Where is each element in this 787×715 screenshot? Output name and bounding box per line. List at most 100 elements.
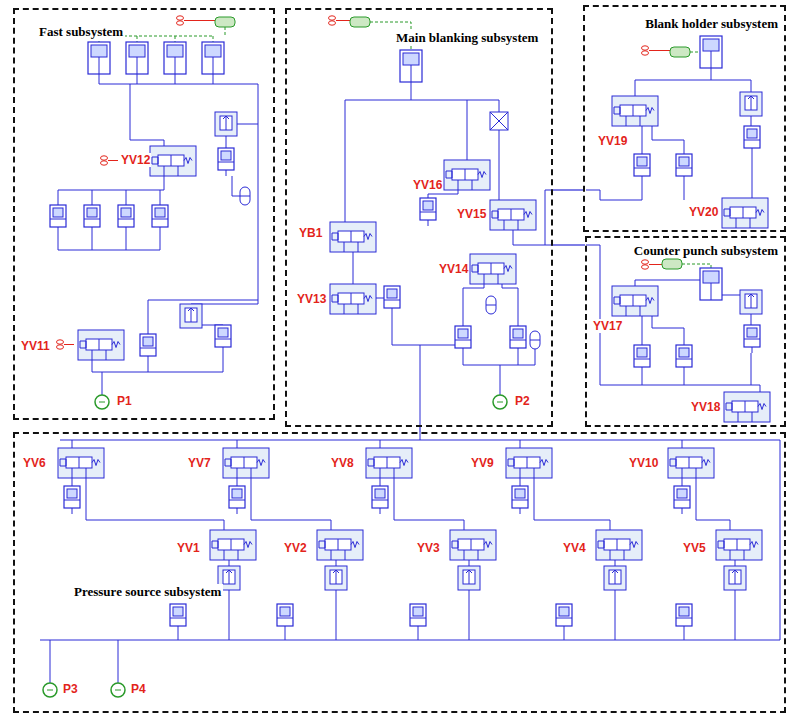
hydraulic-symbol bbox=[700, 268, 722, 300]
hydraulic-symbol bbox=[420, 198, 436, 226]
hydraulic-line bbox=[586, 182, 684, 200]
hydraulic-symbol bbox=[57, 340, 75, 349]
hydraulic-symbol bbox=[215, 112, 237, 136]
hydraulic-line bbox=[642, 316, 684, 345]
hydraulic-symbol bbox=[215, 325, 231, 353]
hydraulic-symbol bbox=[490, 200, 536, 230]
valve-label: YV7 bbox=[187, 456, 212, 470]
hydraulic-symbol bbox=[744, 126, 760, 154]
hydraulic-line bbox=[463, 349, 535, 395]
hydraulic-symbol bbox=[84, 205, 100, 233]
hydraulic-symbol bbox=[177, 16, 195, 25]
hydraulic-symbol bbox=[662, 259, 682, 269]
blank-holder-circuit bbox=[586, 36, 768, 228]
hydraulic-symbol bbox=[724, 566, 746, 590]
hydraulic-symbol bbox=[372, 486, 388, 514]
hydraulic-line bbox=[194, 20, 215, 21]
hydraulic-symbol bbox=[642, 260, 660, 269]
hydraulic-line bbox=[58, 233, 160, 250]
hydraulic-line bbox=[353, 252, 354, 284]
hydraulic-line bbox=[148, 300, 258, 334]
hydraulic-line bbox=[92, 360, 148, 395]
hydraulic-line bbox=[251, 478, 331, 530]
hydraulic-line bbox=[130, 84, 164, 146]
subsystem-region: Fast subsystem bbox=[13, 8, 275, 420]
hydraulic-line bbox=[50, 640, 118, 683]
valve-label: YV6 bbox=[22, 456, 47, 470]
hydraulic-line bbox=[60, 432, 780, 640]
hydraulic-symbol bbox=[604, 566, 626, 590]
hydraulic-symbol bbox=[674, 486, 690, 514]
hydraulic-symbol bbox=[384, 286, 400, 314]
valve-label: YV1 bbox=[176, 541, 201, 555]
hydraulic-symbol bbox=[43, 683, 57, 697]
hydraulic-symbol bbox=[470, 254, 516, 284]
valve-label: YV18 bbox=[690, 400, 721, 414]
hydraulic-symbol bbox=[506, 448, 552, 478]
valve-label: YV20 bbox=[688, 205, 719, 219]
hydraulic-symbol bbox=[164, 42, 186, 74]
hydraulic-symbol bbox=[724, 392, 770, 422]
hydraulic-symbol bbox=[458, 566, 480, 590]
hydraulic-symbol bbox=[229, 486, 245, 514]
hydraulic-line bbox=[499, 130, 500, 200]
hydraulic-symbol bbox=[152, 205, 168, 233]
hydraulic-line bbox=[642, 353, 760, 392]
hydraulic-line bbox=[490, 112, 508, 130]
hydraulic-symbol bbox=[740, 290, 762, 314]
hydraulic-symbol bbox=[700, 36, 722, 68]
valve-label: YV9 bbox=[470, 456, 495, 470]
valve-label: YV19 bbox=[597, 134, 628, 148]
hydraulic-line bbox=[72, 440, 682, 448]
hydraulic-line bbox=[148, 300, 258, 372]
subsystem-title: Pressure source subsystem bbox=[72, 584, 223, 599]
valve-label: YV3 bbox=[416, 541, 441, 555]
hydraulic-symbol bbox=[400, 50, 422, 82]
valve-label: YV13 bbox=[296, 292, 327, 306]
hydraulic-line bbox=[682, 264, 711, 268]
hydraulic-line bbox=[394, 478, 464, 530]
hydraulic-symbol bbox=[530, 331, 540, 349]
hydraulic-symbol bbox=[596, 530, 642, 560]
hydraulic-symbol bbox=[722, 198, 768, 228]
hydraulic-symbol bbox=[556, 604, 572, 632]
hydraulic-symbol bbox=[111, 683, 125, 697]
subsystem-region: Pressure source subsystem bbox=[13, 432, 786, 713]
hydraulic-symbol bbox=[444, 160, 490, 190]
hydraulic-symbol bbox=[118, 205, 134, 233]
valve-label: YV12 bbox=[120, 153, 151, 167]
valve-label: YV10 bbox=[628, 456, 659, 470]
subsystem-title: Counter punch subsystem bbox=[632, 243, 780, 258]
hydraulic-symbol bbox=[670, 47, 690, 57]
symbol-part bbox=[490, 112, 508, 130]
hydraulic-symbol bbox=[218, 148, 234, 176]
hydraulic-symbol bbox=[493, 395, 507, 409]
valve-label: YV2 bbox=[283, 541, 308, 555]
hydraulic-symbol bbox=[50, 205, 66, 233]
hydraulic-symbol bbox=[215, 17, 235, 27]
hydraulic-symbol bbox=[317, 530, 363, 560]
hydraulic-symbol bbox=[634, 154, 650, 182]
valve-label: YV17 bbox=[592, 319, 623, 333]
hydraulic-symbol bbox=[240, 187, 250, 205]
hydraulic-symbol bbox=[455, 326, 471, 354]
hydraulic-symbol bbox=[510, 326, 526, 354]
hydraulic-line bbox=[376, 298, 463, 427]
hydraulic-symbol bbox=[676, 154, 692, 182]
hydraulic-symbol bbox=[126, 42, 148, 74]
subsystem-title: Main blanking subsystem bbox=[394, 30, 540, 45]
hydraulic-symbol bbox=[330, 284, 376, 314]
hydraulic-line bbox=[232, 176, 240, 196]
hydraulic-symbol bbox=[450, 530, 496, 560]
hydraulic-symbol bbox=[366, 448, 412, 478]
hydraulic-line bbox=[642, 126, 684, 154]
subsystem-title: Fast subsystem bbox=[37, 24, 125, 39]
hydraulic-symbol bbox=[410, 604, 426, 632]
hydraulic-symbol bbox=[150, 146, 196, 176]
hydraulic-line bbox=[463, 284, 518, 326]
hydraulic-symbol bbox=[202, 42, 224, 74]
valve-label: YV4 bbox=[562, 541, 587, 555]
hydraulic-symbol bbox=[78, 330, 124, 360]
